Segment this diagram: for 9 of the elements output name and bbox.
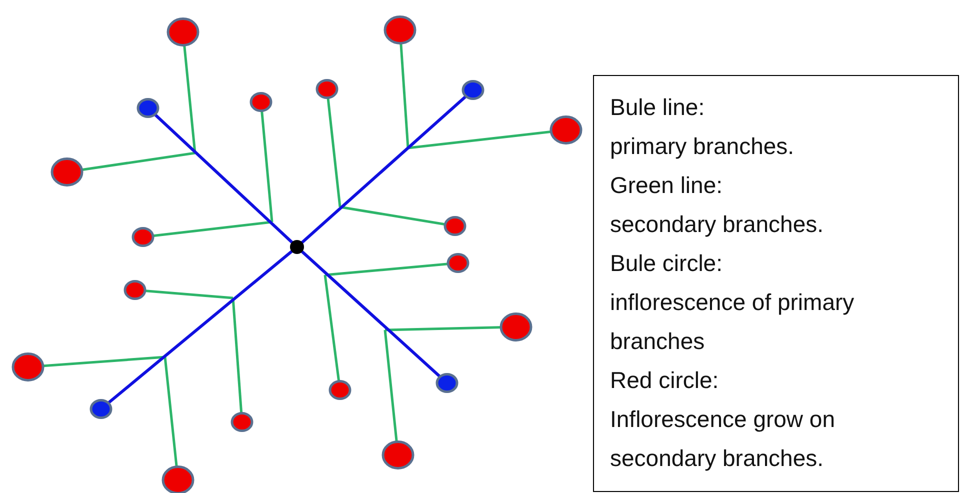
legend-text: Bule line: [610, 93, 706, 122]
legend-text: secondary branches. [610, 210, 825, 239]
legend-text: Red circle: [610, 366, 720, 395]
legend-box [593, 75, 959, 492]
legend-text: Bule circle: [610, 249, 724, 278]
legend-text: primary branches. [610, 132, 796, 161]
legend-text: Inflorescence grow on secondary branches. [610, 405, 836, 473]
legend-text: Green line: [610, 171, 724, 200]
legend-text: inflorescence of primary branches [610, 288, 856, 356]
